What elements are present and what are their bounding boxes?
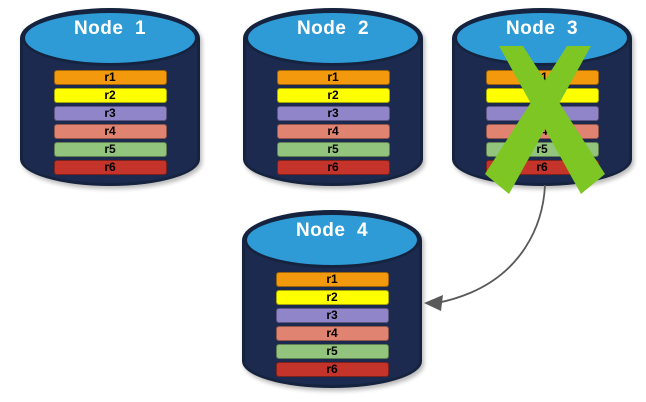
node-1-row-r4[interactable]: r4 — [53, 124, 167, 139]
node-4-rows: r1 r2 r3 r4 r5 r6 — [242, 272, 422, 380]
node-1-rows: r1 r2 r3 r4 r5 r6 — [20, 70, 200, 178]
node-3-row-r2[interactable]: r2 — [485, 88, 599, 103]
arrow-head-icon — [424, 295, 443, 311]
node-2-row-r1[interactable]: r1 — [276, 70, 390, 85]
node-3-row-r6[interactable]: r6 — [485, 160, 599, 175]
node-4-title: Node 4 — [295, 220, 369, 241]
node-4-row-r5[interactable]: r5 — [275, 344, 389, 359]
node-3[interactable]: Node 3 r1 r2 r3 r4 r5 r6 — [452, 8, 632, 194]
node-1-title: Node 1 — [73, 18, 147, 39]
node-1-row-r3[interactable]: r3 — [53, 106, 167, 121]
node-3-row-r3[interactable]: r3 — [485, 106, 599, 121]
node-3-row-r1[interactable]: r1 — [485, 70, 599, 85]
node-2-row-r6[interactable]: r6 — [276, 160, 390, 175]
node-4-row-r3[interactable]: r3 — [275, 308, 389, 323]
node-3-title: Node 3 — [505, 18, 579, 39]
node-2-row-r4[interactable]: r4 — [276, 124, 390, 139]
node-4-cylinder-top — [244, 212, 420, 268]
node-2[interactable]: Node 2 r1 r2 r3 r4 r5 r6 — [243, 8, 423, 186]
node-2-cylinder-top — [245, 10, 421, 66]
arrow-line — [436, 184, 546, 304]
node-2-title: Node 2 — [296, 18, 370, 39]
node-3-row-r5[interactable]: r5 — [485, 142, 599, 157]
node-1-row-r2[interactable]: r2 — [53, 88, 167, 103]
node-3-row-r4[interactable]: r4 — [485, 124, 599, 139]
node-1-row-r6[interactable]: r6 — [53, 160, 167, 175]
node-2-row-r3[interactable]: r3 — [276, 106, 390, 121]
node-4[interactable]: Node 4 r1 r2 r3 r4 r5 r6 — [242, 210, 422, 388]
node-4-row-r6[interactable]: r6 — [275, 362, 389, 377]
node-4-row-r4[interactable]: r4 — [275, 326, 389, 341]
node-1-row-r1[interactable]: r1 — [53, 70, 167, 85]
node-4-row-r2[interactable]: r2 — [275, 290, 389, 305]
node-1-row-r5[interactable]: r5 — [53, 142, 167, 157]
node-1-cylinder-top — [22, 10, 198, 66]
node-3-rows: r1 r2 r3 r4 r5 r6 — [452, 70, 632, 178]
node-2-rows: r1 r2 r3 r4 r5 r6 — [243, 70, 423, 178]
node-4-row-r1[interactable]: r1 — [275, 272, 389, 287]
node-2-row-r2[interactable]: r2 — [276, 88, 390, 103]
node-2-row-r5[interactable]: r5 — [276, 142, 390, 157]
node-1[interactable]: Node 1 r1 r2 r3 r4 r5 r6 — [20, 8, 200, 186]
